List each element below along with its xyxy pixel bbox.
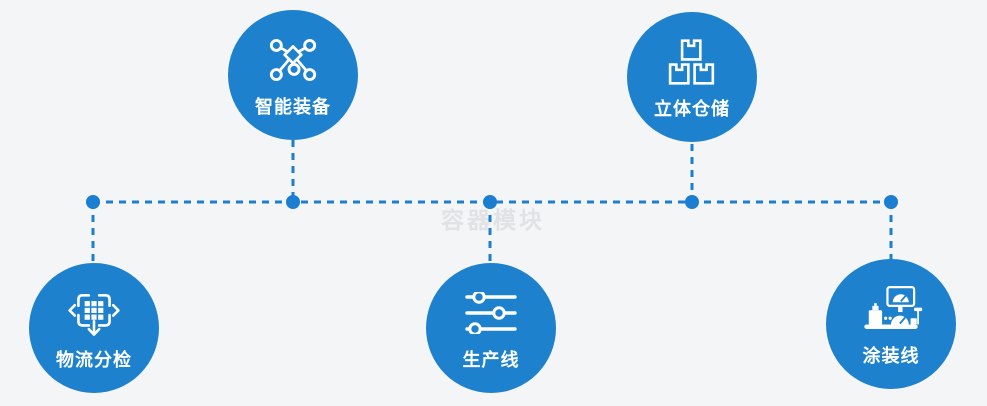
sorting-grid-arrows-icon: [67, 288, 121, 338]
node-coating-line[interactable]: 涂装线: [826, 259, 956, 389]
node-label-coating-line: 涂装线: [862, 345, 920, 366]
node-stereo-warehouse[interactable]: 立体仓储: [627, 12, 757, 142]
node-logistics-sorting[interactable]: 物流分检: [29, 263, 159, 393]
junction-dot: [884, 195, 898, 209]
node-label-logistics-sorting: 物流分检: [56, 349, 132, 370]
junction-dot: [86, 195, 100, 209]
node-smart-equipment[interactable]: 智能装备: [228, 10, 358, 140]
node-label-production-line: 生产线: [462, 349, 520, 370]
stacked-boxes-icon: [667, 37, 717, 87]
junction-dot: [286, 195, 300, 209]
junction-dot: [685, 195, 699, 209]
node-production-line[interactable]: 生产线: [426, 263, 556, 393]
node-label-stereo-warehouse: 立体仓储: [654, 98, 730, 119]
junction-dot: [483, 195, 497, 209]
node-label-smart-equipment: 智能装备: [255, 96, 331, 117]
network-nodes-icon: [268, 35, 318, 85]
sliders-icon: [465, 288, 517, 338]
control-station-icon: [859, 284, 923, 334]
